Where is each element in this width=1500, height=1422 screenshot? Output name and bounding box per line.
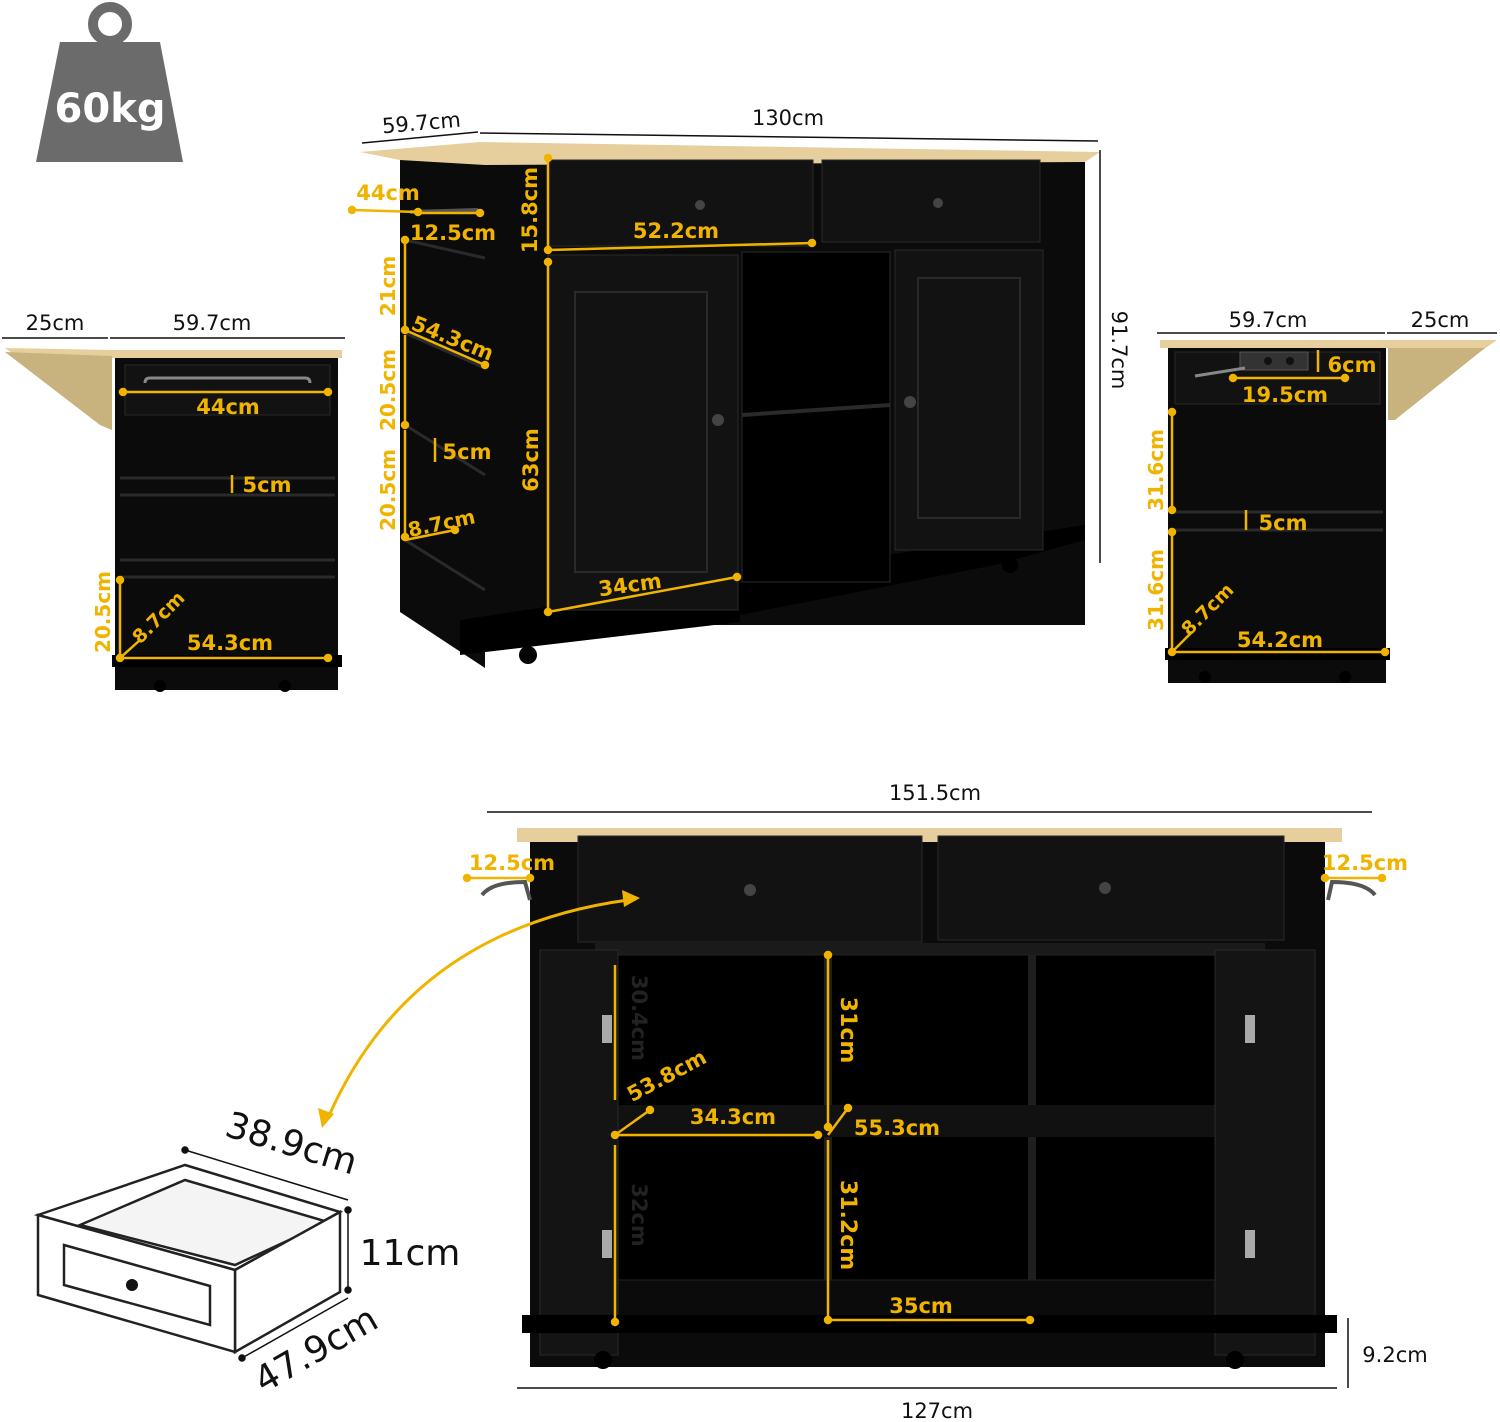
- open-lower-height-left: 32cm: [627, 1183, 651, 1247]
- front-shelf-1-height: 21cm: [376, 256, 400, 317]
- front-yellow-lines: [347, 153, 817, 617]
- front-cabinet-view: [360, 142, 1100, 668]
- right-side-view: [1160, 340, 1497, 683]
- right-depth: 59.7cm: [1229, 308, 1308, 332]
- open-total-width: 151.5cm: [889, 781, 981, 805]
- left-depth: 59.7cm: [173, 311, 252, 335]
- open-yellow-lines: [462, 873, 1387, 1327]
- right-gap: 5cm: [1259, 511, 1308, 535]
- front-shelf-2-height: 20.5cm: [376, 349, 400, 431]
- front-towel-bar: 44cm: [356, 181, 420, 205]
- front-door-height: 63cm: [519, 428, 543, 492]
- open-base-width: 127cm: [901, 1399, 973, 1422]
- front-shelf-3-height: 20.5cm: [376, 449, 400, 531]
- front-height: 91.7cm: [1107, 311, 1131, 390]
- right-leaf: 25cm: [1411, 308, 1470, 332]
- drawer-icon: [33, 1163, 344, 1355]
- right-outlet-width: 19.5cm: [1242, 383, 1328, 407]
- left-gap: 5cm: [243, 473, 292, 497]
- open-inner-height-left: 30.4cm: [627, 975, 651, 1061]
- front-drawer-width: 52.2cm: [633, 219, 719, 243]
- open-base-height: 9.2cm: [1362, 1343, 1427, 1367]
- front-top-width: 130cm: [752, 106, 824, 130]
- right-upper-height: 31.6cm: [1144, 429, 1168, 511]
- weight-label: 60kg: [55, 86, 166, 132]
- right-lower-height: 31.6cm: [1144, 549, 1168, 631]
- right-yellow-lines: [1167, 350, 1390, 657]
- open-right-bar: 12.5cm: [1322, 851, 1408, 875]
- left-leaf: 25cm: [26, 311, 85, 335]
- front-dimension-lines: [361, 131, 1101, 563]
- left-shelf-width: 54.3cm: [187, 631, 273, 655]
- left-side-view: [5, 348, 342, 692]
- drawer-width: 38.9cm: [221, 1105, 362, 1184]
- left-shelf-height: 20.5cm: [91, 571, 115, 653]
- open-left-bar: 12.5cm: [469, 851, 555, 875]
- open-shelf-depth: 55.3cm: [854, 1116, 940, 1140]
- drawer-height: 11cm: [360, 1233, 461, 1274]
- front-shelf-gap: 5cm: [443, 440, 492, 464]
- open-lower-height: 31.2cm: [835, 1180, 860, 1270]
- front-bar-offset: 12.5cm: [410, 221, 496, 245]
- drawer-dimension-lines: [181, 1146, 352, 1362]
- open-cabinet-view: [480, 828, 1377, 1369]
- left-towel-bar: 44cm: [196, 395, 260, 419]
- open-left-width: 34.3cm: [690, 1105, 776, 1129]
- right-outlet: 6cm: [1328, 353, 1377, 377]
- front-top-depth: 59.7cm: [381, 108, 462, 139]
- right-shelf-width: 54.2cm: [1237, 628, 1323, 652]
- front-drawer-height: 15.8cm: [518, 167, 542, 253]
- open-upper-height: 31cm: [835, 997, 860, 1064]
- weight-icon: [36, 2, 183, 162]
- open-dimension-lines: [487, 811, 1372, 1389]
- left-yellow-lines: [115, 387, 333, 663]
- open-bottom-width: 35cm: [889, 1294, 953, 1318]
- curved-arrow-icon: [318, 890, 640, 1128]
